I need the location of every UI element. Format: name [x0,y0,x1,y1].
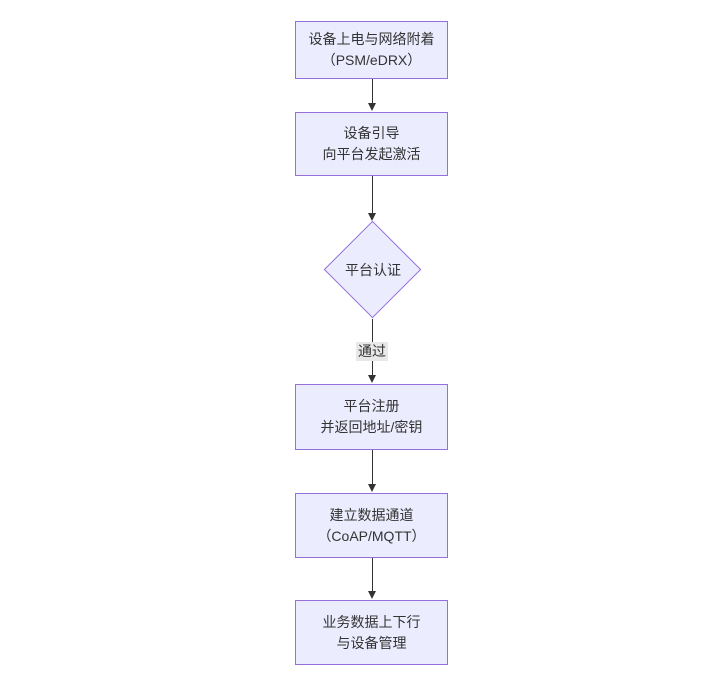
flow-node-power-attach: 设备上电与网络附着 （PSM/eDRX） [295,21,448,79]
node-text-line: （CoAP/MQTT） [317,527,426,544]
flow-node-platform-auth: 平台认证 [323,220,422,319]
node-text-line: 向平台发起激活 [322,146,421,162]
arrowhead-down-icon [368,591,376,599]
flow-node-business: 业务数据上下行 与设备管理 [295,600,448,665]
arrow-line [372,79,373,104]
arrow-line [372,176,373,214]
arrow-line [372,450,373,485]
node-text-line: 建立数据通道 [329,506,414,523]
node-text-line: 设备上电与网络附着 [308,31,435,47]
flow-node-bootstrap: 设备引导 向平台发起激活 [295,112,448,176]
node-text-line: （PSM/eDRX） [321,52,422,68]
arrowhead-down-icon [368,375,376,383]
node-text-line: 平台注册 [343,398,400,414]
flow-node-register: 平台注册 并返回地址/密钥 [295,384,448,450]
arrowhead-down-icon [368,213,376,221]
node-text-line: 业务数据上下行 [322,613,421,630]
node-text-line: 与设备管理 [336,634,407,651]
arrow-line [372,558,373,592]
node-text-line: 平台认证 [345,262,401,278]
flow-node-data-channel: 建立数据通道 （CoAP/MQTT） [295,493,448,558]
edge-label-pass: 通过 [356,342,388,361]
node-text-line: 设备引导 [343,125,400,141]
arrowhead-down-icon [368,103,376,111]
node-text-line: 并返回地址/密钥 [320,419,423,435]
arrowhead-down-icon [368,484,376,492]
